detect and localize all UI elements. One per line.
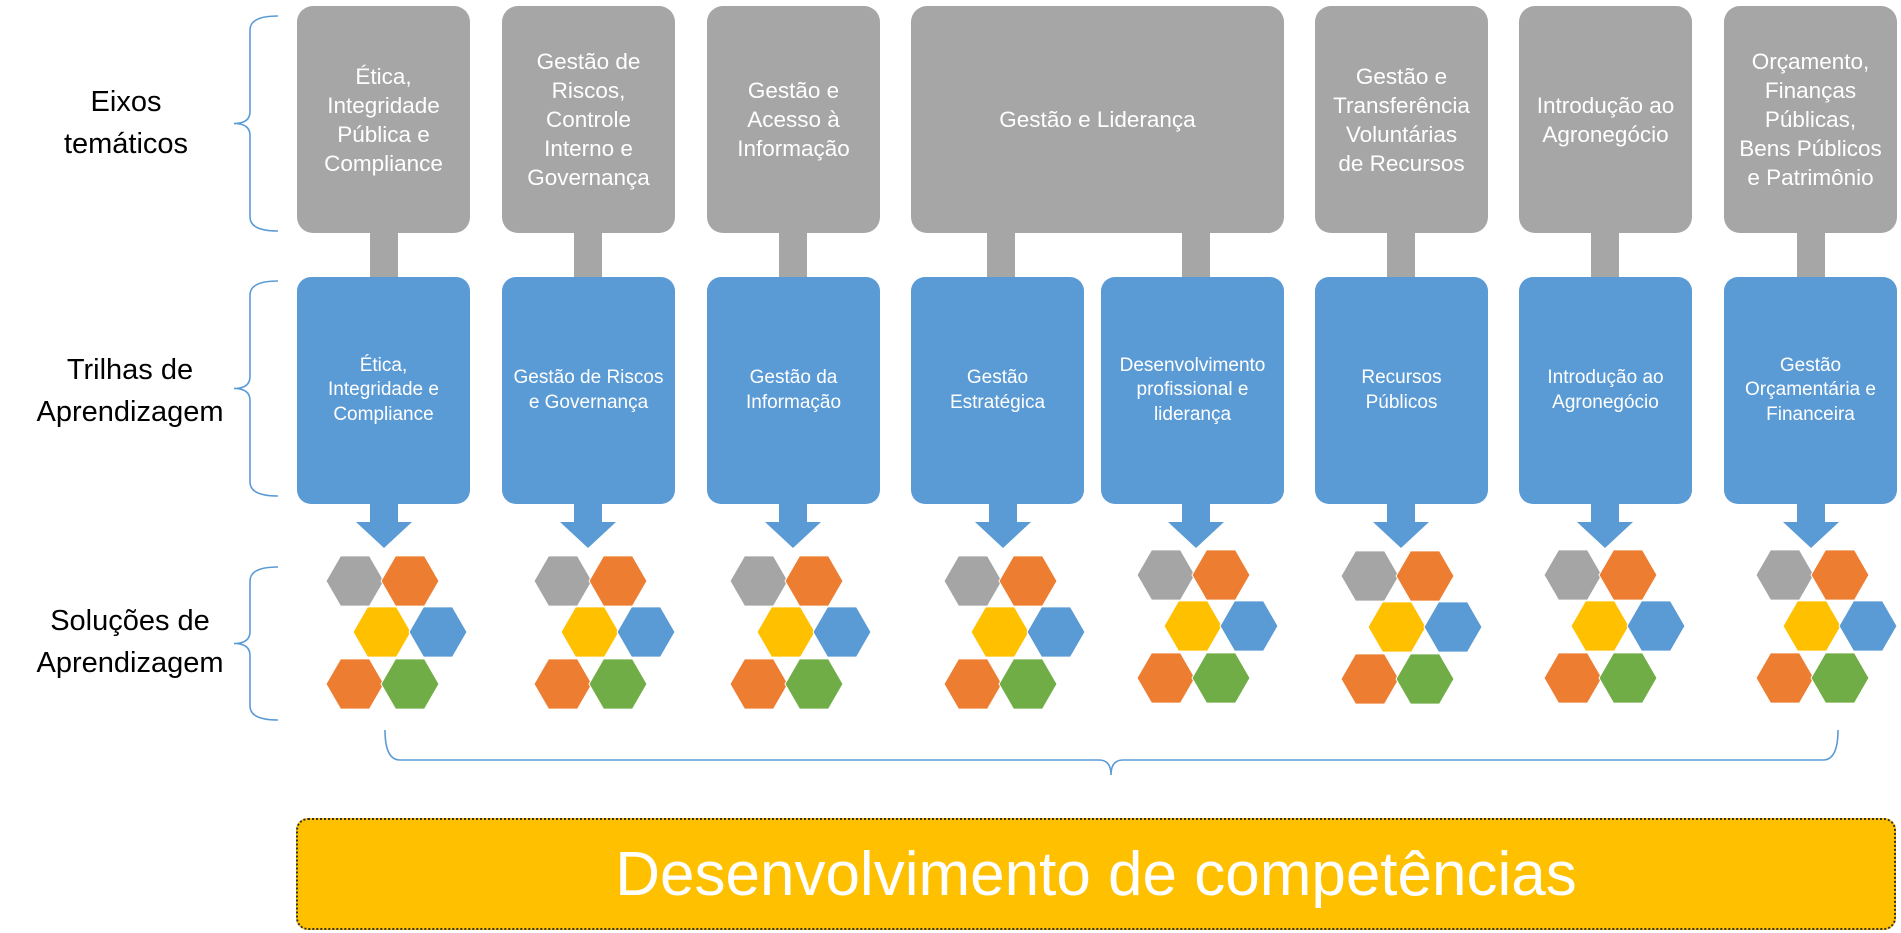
- hexagon-yellow: [560, 606, 620, 658]
- hexagon-orange: [998, 555, 1058, 607]
- hexagon-gray: [729, 555, 789, 607]
- hexagon-gray: [1340, 550, 1400, 602]
- hexagon-blue: [1626, 600, 1686, 652]
- solucao-cluster-8: [1755, 549, 1898, 704]
- trilha-orcamentaria: Gestão Orçamentária e Financeira: [1724, 277, 1897, 504]
- arrow-trilha-solucao-6: [1373, 503, 1429, 548]
- hexagon-blue: [1838, 600, 1898, 652]
- hexagon-blue: [812, 606, 872, 658]
- hexagon-green: [1191, 652, 1251, 704]
- brace-eixos: [233, 15, 279, 232]
- eixo-orcamento: Orçamento, Finanças Públicas, Bens Públi…: [1724, 6, 1897, 233]
- hexagon-orange: [533, 658, 593, 710]
- solucoes-label: Soluções de Aprendizagem: [36, 605, 224, 679]
- hexagon-green: [784, 658, 844, 710]
- brace-trilhas: [233, 280, 279, 497]
- solucao-cluster-2: [533, 555, 676, 710]
- hexagon-yellow: [1163, 600, 1223, 652]
- arrow-trilha-solucao-8: [1783, 503, 1839, 548]
- hexagon-green: [1395, 653, 1455, 705]
- hexagon-gray: [325, 555, 385, 607]
- hexagon-orange: [1395, 550, 1455, 602]
- hexagon-blue: [1219, 600, 1279, 652]
- eixo-agronegocio: Introdução ao Agronegócio: [1519, 6, 1692, 233]
- solucao-cluster-5: [1136, 549, 1279, 704]
- hexagon-orange: [1598, 549, 1658, 601]
- hexagon-blue: [1423, 601, 1483, 653]
- hexagon-gray: [943, 555, 1003, 607]
- hexagon-orange: [1191, 549, 1251, 601]
- hexagon-yellow: [1570, 600, 1630, 652]
- solucao-cluster-7: [1543, 549, 1686, 704]
- brace-solucoes: [233, 566, 279, 721]
- solucao-cluster-3: [729, 555, 872, 710]
- hexagon-gray: [1136, 549, 1196, 601]
- hexagon-orange: [325, 658, 385, 710]
- hexagon-orange: [1543, 652, 1603, 704]
- hexagon-blue: [1026, 606, 1086, 658]
- trilha-riscos: Gestão de Riscos e Governança: [502, 277, 675, 504]
- eixo-riscos: Gestão de Riscos, Controle Interno e Gov…: [502, 6, 675, 233]
- hexagon-gray: [1755, 549, 1815, 601]
- hexagon-yellow: [1782, 600, 1842, 652]
- trilha-lideranca: Desenvolvimento profissional e liderança: [1101, 277, 1284, 504]
- hexagon-orange: [1755, 652, 1815, 704]
- hexagon-yellow: [970, 606, 1030, 658]
- hexagon-yellow: [352, 606, 412, 658]
- hexagon-orange: [588, 555, 648, 607]
- hexagon-gray: [1543, 549, 1603, 601]
- solucao-cluster-6: [1340, 550, 1483, 705]
- eixo-transferencia: Gestão e Transferência Voluntárias de Re…: [1315, 6, 1488, 233]
- hexagon-blue: [408, 606, 468, 658]
- hexagon-gray: [533, 555, 593, 607]
- hexagon-blue: [616, 606, 676, 658]
- arrow-trilha-solucao-4: [975, 503, 1031, 548]
- hexagon-green: [1598, 652, 1658, 704]
- trilha-etica: Ética, Integridade e Compliance: [297, 277, 470, 504]
- hexagon-green: [998, 658, 1058, 710]
- eixo-gestao-lideranca: Gestão e Liderança: [911, 6, 1284, 233]
- arrow-trilha-solucao-1: [356, 503, 412, 548]
- hexagon-orange: [784, 555, 844, 607]
- hexagon-green: [380, 658, 440, 710]
- solucao-cluster-1: [325, 555, 468, 710]
- hexagon-orange: [729, 658, 789, 710]
- hexagon-green: [1810, 652, 1870, 704]
- hexagon-orange: [1810, 549, 1870, 601]
- trilhas-label: Trilhas de Aprendizagem: [36, 354, 224, 428]
- eixo-informacao: Gestão e Acesso à Informação: [707, 6, 880, 233]
- brace-competencias: [384, 729, 1839, 776]
- trilha-informacao: Gestão da Informação: [707, 277, 880, 504]
- arrow-trilha-solucao-2: [560, 503, 616, 548]
- hexagon-orange: [1136, 652, 1196, 704]
- hexagon-orange: [380, 555, 440, 607]
- trilha-agronegocio: Introdução ao Agronegócio: [1519, 277, 1692, 504]
- hexagon-yellow: [756, 606, 816, 658]
- hexagon-orange: [1340, 653, 1400, 705]
- competencias-banner: Desenvolvimento de competências: [296, 818, 1896, 930]
- hexagon-orange: [943, 658, 1003, 710]
- hexagon-yellow: [1367, 601, 1427, 653]
- hexagon-green: [588, 658, 648, 710]
- solucao-cluster-4: [943, 555, 1086, 710]
- eixo-etica: Ética, Integridade Pública e Compliance: [297, 6, 470, 233]
- trilha-recursos: Recursos Públicos: [1315, 277, 1488, 504]
- arrow-trilha-solucao-3: [765, 503, 821, 548]
- eixos-label: Eixos temáticos: [63, 86, 189, 160]
- arrow-trilha-solucao-5: [1168, 503, 1224, 548]
- trilha-estrategica: Gestão Estratégica: [911, 277, 1084, 504]
- arrow-trilha-solucao-7: [1577, 503, 1633, 548]
